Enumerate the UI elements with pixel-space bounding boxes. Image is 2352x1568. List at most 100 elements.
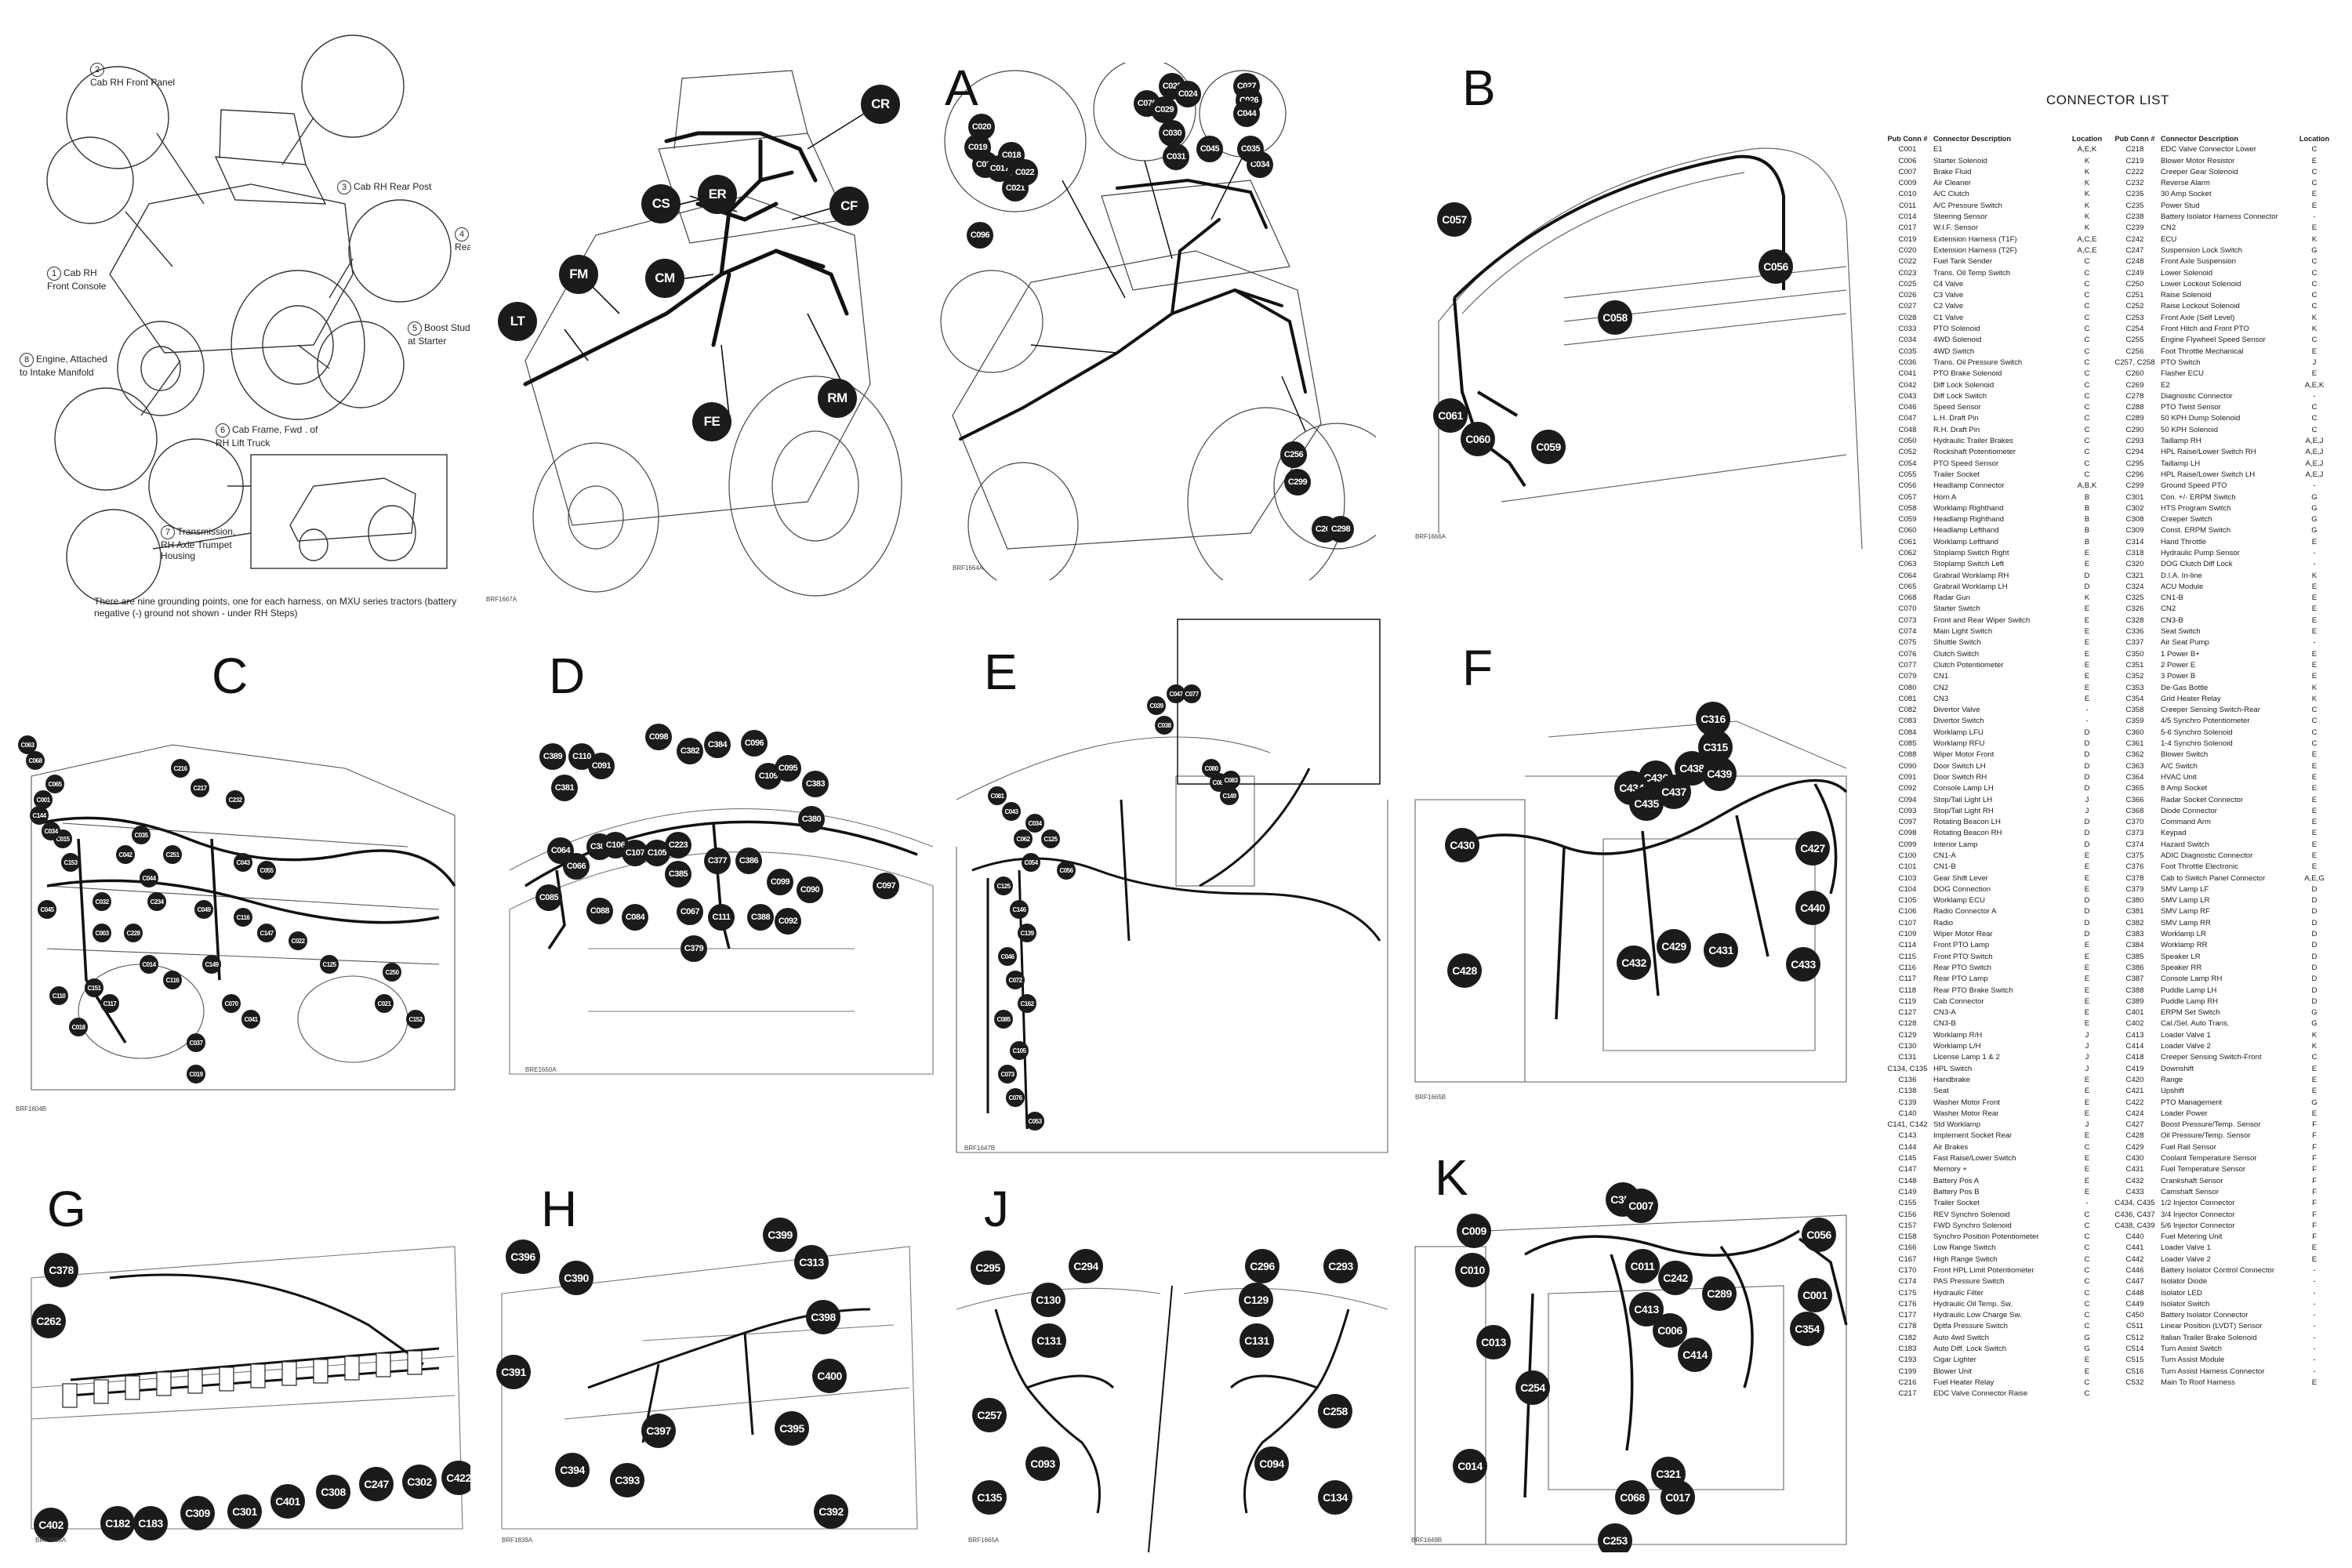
connector-location: D xyxy=(2311,996,2318,1006)
connector-callout: C251 xyxy=(163,845,182,864)
connector-location: - xyxy=(2313,1288,2316,1298)
connector-number: C387 xyxy=(2125,975,2144,984)
connector-location: K xyxy=(2311,683,2318,692)
connector-number: C068 xyxy=(1898,593,1917,603)
connector-location: D xyxy=(2084,784,2090,793)
connector-description: Range xyxy=(2161,1075,2183,1084)
connector-location: - xyxy=(2313,1311,2316,1320)
connector-callout: C044 xyxy=(140,869,158,887)
connector-location: E xyxy=(2084,694,2090,703)
connector-location: J xyxy=(2085,795,2089,804)
connector-location: D xyxy=(2311,884,2318,894)
connector-number: C147 xyxy=(1898,1165,1917,1174)
connector-description: Seat xyxy=(1933,1087,1949,1096)
panel-g-letter: G xyxy=(47,1184,86,1237)
connector-number: C328 xyxy=(2125,615,2144,625)
connector-number: C046 xyxy=(1898,403,1917,412)
connector-description: Washer Motor Front xyxy=(1933,1098,2000,1107)
panel-e-letter: E xyxy=(984,644,1018,700)
connector-callout: C035 xyxy=(1237,136,1264,162)
connector-description: Turn Assist Switch xyxy=(2161,1345,2223,1354)
connector-number: C144 xyxy=(1898,1142,1917,1152)
connector-description: Upshift xyxy=(2161,1087,2184,1096)
connector-callout: C394 xyxy=(555,1453,590,1487)
connector-location: - xyxy=(2313,391,2316,401)
connector-callout: C152 xyxy=(406,1010,425,1029)
connector-location: G xyxy=(2311,526,2318,535)
connector-location: E xyxy=(2084,996,2090,1006)
connector-location: E xyxy=(2311,660,2318,670)
connector-description: SMV Lamp LF xyxy=(2161,884,2209,894)
connector-location: E xyxy=(2084,672,2090,681)
connector-location: E xyxy=(2084,1109,2090,1118)
connector-location: C xyxy=(2311,145,2318,154)
connector-description: De-Gas Bottle xyxy=(2161,683,2209,692)
connector-description: Worklamp R/H xyxy=(1933,1030,1983,1040)
connector-callout: C046 xyxy=(998,947,1017,966)
connector-location: C xyxy=(2084,1389,2090,1399)
connector-location: C xyxy=(2311,403,2318,412)
connector-location: E xyxy=(2311,1075,2318,1084)
connector-number: C105 xyxy=(1898,896,1917,906)
connector-number: C099 xyxy=(1898,840,1917,849)
connector-location: C xyxy=(2084,459,2090,468)
connector-callout: C383 xyxy=(802,771,829,797)
connector-description: Wiper Motor Front xyxy=(1933,750,1994,760)
connector-location: G xyxy=(2311,1008,2318,1018)
connector-number: C373 xyxy=(2125,829,2144,838)
connector-location: J xyxy=(2312,358,2317,367)
connector-callout: C014 xyxy=(1453,1449,1487,1483)
connector-description: Suspension Lock Switch xyxy=(2161,245,2242,255)
connector-description: CN1-B xyxy=(2161,593,2183,603)
connector-location: - xyxy=(2085,1199,2089,1208)
connector-callout: C392 xyxy=(814,1494,848,1529)
connector-number: C324 xyxy=(2125,582,2144,591)
connector-number: C025 xyxy=(1898,279,1917,289)
connector-description: Turn Assist Harness Connector xyxy=(2161,1367,2265,1376)
connector-location: E xyxy=(2084,604,2090,614)
connector-callout: C073 xyxy=(998,1065,1017,1083)
connector-description: Keypad xyxy=(2161,829,2187,838)
connector-number: C093 xyxy=(1898,806,1917,815)
connector-location: K xyxy=(2311,571,2318,580)
connector-description: 4WD Switch xyxy=(1933,347,1975,356)
connector-number: C253 xyxy=(2125,313,2144,322)
connector-description: Seat Switch xyxy=(2161,627,2201,637)
connector-callout: C110 xyxy=(49,986,68,1005)
connector-number: C380 xyxy=(2125,896,2144,906)
connector-location: B xyxy=(2084,537,2090,546)
connector-callout: C295 xyxy=(971,1250,1005,1285)
connector-description: E1 xyxy=(1933,145,1943,154)
connector-number: C448 xyxy=(2125,1288,2144,1298)
connector-description: Creeper Sensing Switch-Front xyxy=(2161,1053,2262,1062)
connector-description: Starter Solenoid xyxy=(1933,156,1987,165)
connector-callout: C437 xyxy=(1657,775,1691,809)
connector-callout: C399 xyxy=(763,1218,797,1252)
connector-location: D xyxy=(2311,896,2318,906)
connector-description: Raise Solenoid xyxy=(2161,291,2212,300)
connector-description: SMV Lamp LR xyxy=(2161,896,2210,906)
connector-location: E xyxy=(2084,1154,2090,1163)
